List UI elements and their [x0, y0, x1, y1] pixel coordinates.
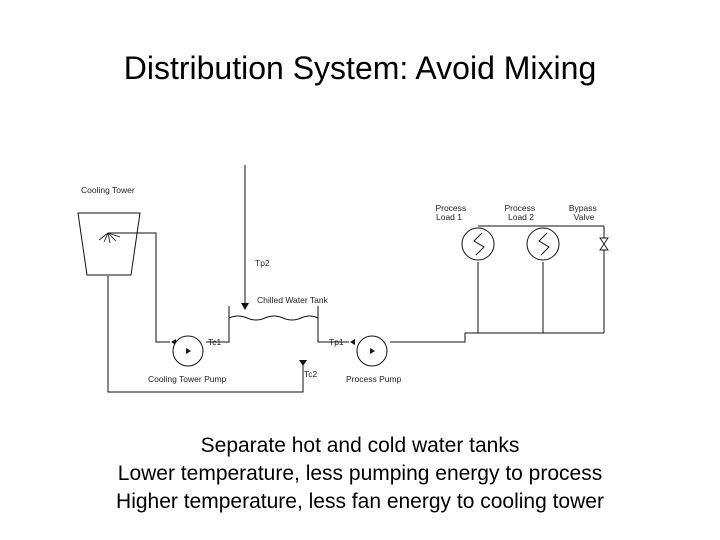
bypass-valve-label-line2: Valve [574, 212, 595, 222]
bypass-valve-icon [599, 237, 609, 251]
process-load-1-label-line2: Load 1 [436, 212, 462, 222]
cooling-tower-pump-label: Cooling Tower Pump [148, 374, 227, 384]
bypass-valve-label: Bypass Valve [569, 203, 599, 222]
bypass-valve-label-line1: Bypass [569, 203, 597, 213]
process-pump-label: Process Pump [346, 374, 402, 384]
tc2-label: Tc2 [304, 369, 318, 379]
bullet-item: Lower temperature, less pumping energy t… [117, 462, 603, 485]
tp2-label: Tp2 [255, 258, 270, 268]
bullet-list: Separate hot and cold water tanks Lower … [0, 432, 720, 516]
process-load-1-label: Process Load 1 [435, 203, 468, 222]
tc1-label: Tc1 [208, 337, 222, 347]
process-load-2-label-line2: Load 2 [508, 212, 534, 222]
bullet-item: Separate hot and cold water tanks [200, 434, 520, 457]
process-load-2-label: Process Load 2 [504, 203, 537, 222]
spray-nozzle-icon [98, 232, 121, 244]
process-load-1-icon [461, 227, 495, 261]
process-load-1-label-line1: Process [435, 203, 466, 213]
slide-title: Distribution System: Avoid Mixing [123, 50, 597, 86]
cooling-tower-label: Cooling Tower [81, 185, 135, 195]
cooling-tower-pump-icon [172, 335, 204, 367]
cooling-tower [77, 212, 141, 276]
chilled-water-tank-label: Chilled Water Tank [257, 295, 329, 305]
process-pump-icon [356, 335, 388, 367]
chilled-water-tank [228, 306, 319, 334]
flow-arrow-icons [171, 303, 355, 366]
tp1-label: Tp1 [329, 337, 344, 347]
bullet-item: Higher temperature, less fan energy to c… [116, 490, 604, 513]
process-load-2-label-line1: Process [504, 203, 535, 213]
process-load-2-icon [526, 227, 560, 261]
